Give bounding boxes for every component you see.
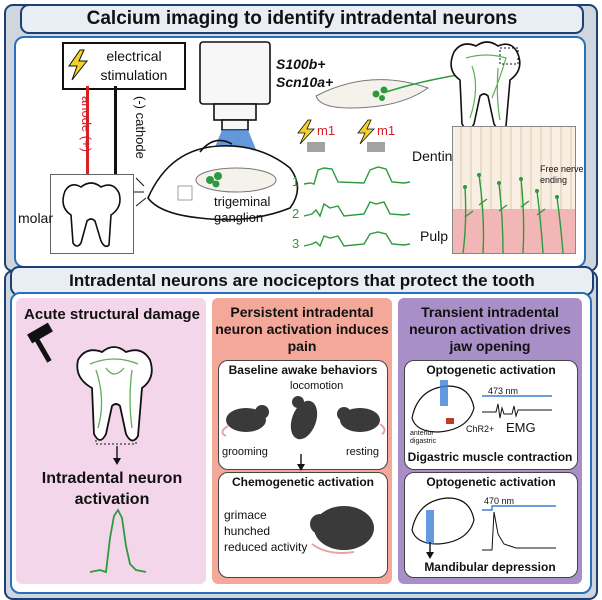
trace-label-1: 1 <box>292 174 300 189</box>
acute-damage-title: Acute structural damage <box>24 306 200 323</box>
free-nerve-ending-label: Free nerve ending <box>540 164 584 185</box>
grooming-mouse-icon <box>221 405 269 437</box>
calcium-traces <box>303 166 411 248</box>
locomotion-mouse-icon <box>290 396 318 440</box>
hammer-icon <box>27 322 53 363</box>
molar-label: molar <box>18 210 54 226</box>
chr2-label: ChR2+ <box>466 424 495 434</box>
chemogenetic-heading: Chemogenetic activation <box>231 475 375 489</box>
anode-electrode <box>86 86 89 200</box>
hunched-mouse-icon <box>310 506 374 554</box>
emg-trace <box>482 395 552 419</box>
opto-heading-1: Optogenetic activation <box>426 363 556 377</box>
nm473-label: 473 nm <box>488 386 519 396</box>
opto-mouse-head-1 <box>411 380 475 433</box>
reduced-activity-label: reduced activity <box>224 540 308 554</box>
dentin-tubules <box>453 127 575 253</box>
trace-label-3: 3 <box>292 236 300 251</box>
opto-heading-2: Optogenetic activation <box>426 475 556 489</box>
opto-mouse-head-2 <box>411 497 475 559</box>
digastric-result-label: Digastric muscle contraction <box>407 450 573 464</box>
emg-label: EMG <box>506 420 536 435</box>
m1-label-2: m1 <box>377 123 396 138</box>
stim-pulse-markers <box>307 142 385 152</box>
molar-zoom-box <box>50 174 134 254</box>
mouse-head-drawing <box>134 139 299 221</box>
transient-title: Transient intradental neuron activation … <box>409 304 571 354</box>
hunched-label: hunched <box>224 524 271 538</box>
gene-s100b: S100b+ <box>276 56 326 72</box>
resting-label: resting <box>346 446 380 458</box>
trace-label-2: 2 <box>292 206 300 221</box>
anterior-digastric-label: anterior digastric <box>410 430 437 445</box>
grooming-label: grooming <box>222 446 268 458</box>
grimace-label: grimace <box>224 508 267 522</box>
acute-activation-trace <box>89 508 147 574</box>
stimulation-label: electrical stimulation <box>100 48 168 83</box>
persistent-title: Persistent intradental neuron activation… <box>215 304 389 354</box>
dentin-pulp-section <box>452 126 576 254</box>
m1-label-1: m1 <box>317 123 336 138</box>
dentin-label: Dentin <box>412 148 453 164</box>
persistent-arrow <box>297 454 305 471</box>
molar-icon <box>62 182 121 248</box>
bottom-title: Intradental neurons are nociceptors that… <box>10 266 594 296</box>
pulp-label: Pulp <box>420 228 449 244</box>
tooth-innervation-icon <box>450 41 521 131</box>
jaw-trace <box>482 505 556 551</box>
lightning-icon <box>68 49 89 81</box>
microscope-icon <box>199 41 271 164</box>
acute-result-label: Intradental neuron activation <box>41 470 183 508</box>
locomotion-label: locomotion <box>290 380 344 392</box>
stim-lightning-icon-1 <box>297 119 315 145</box>
nm470-label: 470 nm <box>484 496 515 506</box>
resting-mouse-icon <box>337 407 386 435</box>
stim-lightning-icon-2 <box>357 119 375 145</box>
baseline-heading: Baseline awake behaviors <box>228 363 378 377</box>
anode-label: anode (+) <box>79 96 94 153</box>
cathode-electrode <box>114 86 117 216</box>
damaged-tooth-icon <box>76 346 153 445</box>
trigeminal-label: trigeminal ganglion <box>214 194 271 225</box>
gene-scn10a: Scn10a+ <box>276 74 334 90</box>
top-title: Calcium imaging to identify intradental … <box>20 4 584 34</box>
acute-arrow <box>113 446 121 465</box>
mandibular-result-label: Mandibular depression <box>424 560 556 574</box>
stimulation-box: electrical stimulation <box>62 42 186 90</box>
